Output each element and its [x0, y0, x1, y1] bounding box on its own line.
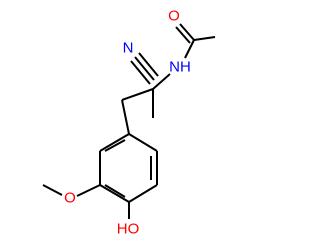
- nitrile-bond-2: [130, 60, 151, 85]
- amide-nh-label: NH: [169, 59, 191, 76]
- atom-labels: N O NH O HO: [64, 8, 191, 238]
- ring-bond-3-4: [128, 184, 158, 203]
- ch2-to-ring-bond: [121, 99, 130, 135]
- quat-c-to-nh-bond: [152, 73, 171, 90]
- ring-bond-6-1: [99, 133, 130, 152]
- methoxy-methyl-bond: [42, 184, 63, 196]
- nitrile-n-label: N: [123, 40, 134, 57]
- ring-bond-4-5: [99, 184, 130, 203]
- nitrile-bond-1: [134, 56, 155, 81]
- ring-inner-bond-c: [104, 139, 126, 152]
- amide-o-label: O: [168, 8, 180, 25]
- acetyl-methyl-bond: [193, 36, 216, 41]
- methoxy-o-label: O: [64, 190, 76, 207]
- nh-to-carbonyl-bond: [184, 39, 195, 59]
- quat-to-ch2-bond: [121, 88, 154, 101]
- ring-bond-1-2: [128, 133, 158, 152]
- carbonyl-double-bond-2: [175, 26, 191, 44]
- structure-canvas: N O NH O HO: [42, 7, 216, 238]
- bond-lines: [42, 23, 216, 219]
- ring-to-methoxy-o-bond: [76, 184, 101, 197]
- molecule-structure: N O NH O HO: [42, 8, 216, 238]
- carbonyl-double-bond-1: [179, 23, 195, 41]
- hydroxyl-label: HO: [117, 221, 140, 238]
- nitrile-bond-3: [138, 52, 159, 77]
- ring-inner-bond-b: [104, 184, 126, 198]
